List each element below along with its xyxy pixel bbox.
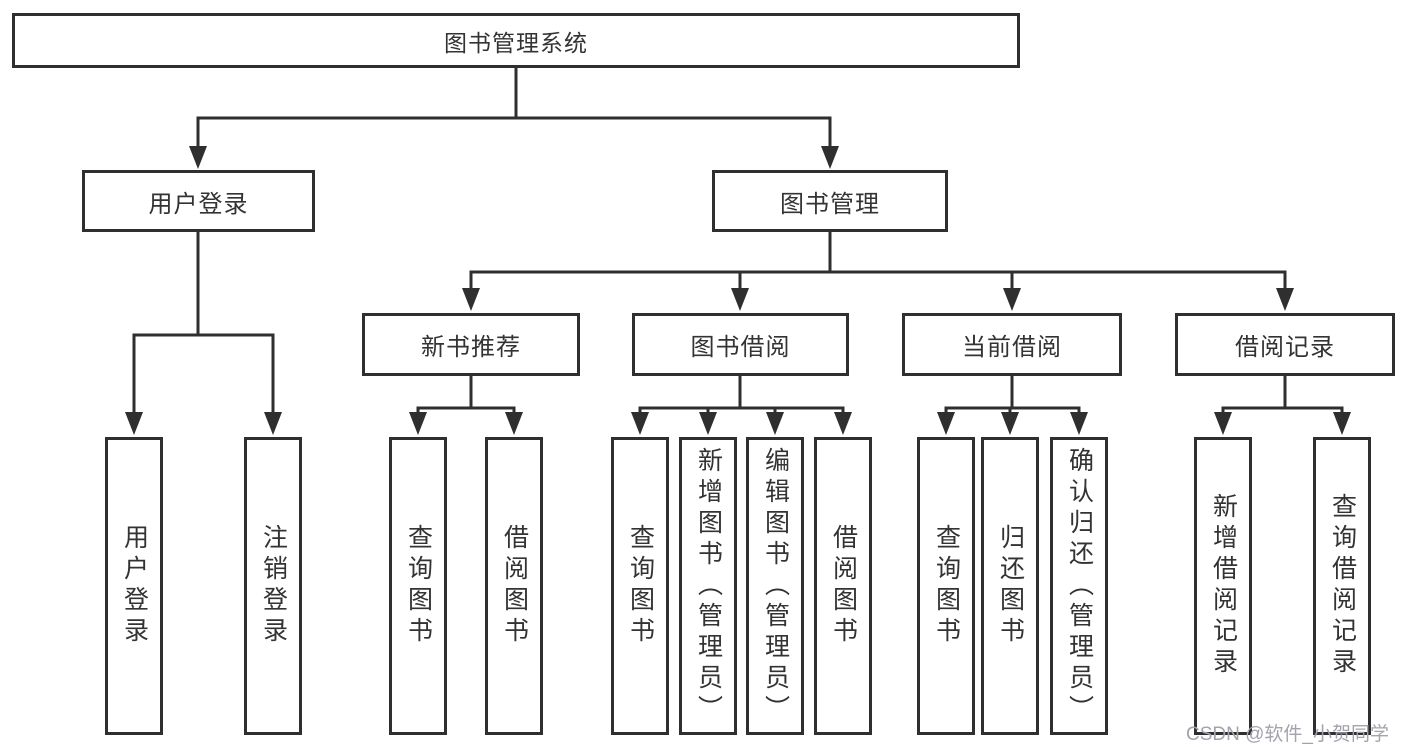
leaf-query-borrow-record: 查询借阅记录	[1313, 437, 1371, 735]
leaf-add-books-admin: 新增图书（管理员）	[679, 437, 737, 735]
leaf-borrow-books-recommend: 借阅图书	[485, 437, 543, 735]
leaf-confirm-return-admin: 确认归还（管理员）	[1050, 437, 1108, 735]
leaf-user-login: 用户登录	[105, 437, 163, 735]
leaf-return-books: 归还图书	[981, 437, 1039, 735]
leaf-edit-books-admin: 编辑图书（管理员）	[746, 437, 804, 735]
leaf-query-books-recommend: 查询图书	[389, 437, 447, 735]
node-current-borrowing: 当前借阅	[902, 313, 1122, 376]
node-library-management-system: 图书管理系统	[12, 13, 1020, 68]
leaf-query-books-borrowing: 查询图书	[611, 437, 669, 735]
node-new-book-recommendation: 新书推荐	[362, 313, 580, 376]
node-book-management: 图书管理	[712, 170, 948, 232]
watermark: CSDN @软件_小贺同学	[1186, 724, 1389, 745]
node-user-login: 用户登录	[82, 170, 315, 232]
leaf-query-books-current: 查询图书	[917, 437, 975, 735]
node-borrowing-records: 借阅记录	[1175, 313, 1395, 376]
leaf-logout: 注销登录	[244, 437, 302, 735]
leaf-borrow-books-borrowing: 借阅图书	[814, 437, 872, 735]
node-book-borrowing: 图书借阅	[632, 313, 849, 376]
arrowheads	[125, 146, 1351, 435]
leaf-add-borrow-record: 新增借阅记录	[1194, 437, 1252, 735]
